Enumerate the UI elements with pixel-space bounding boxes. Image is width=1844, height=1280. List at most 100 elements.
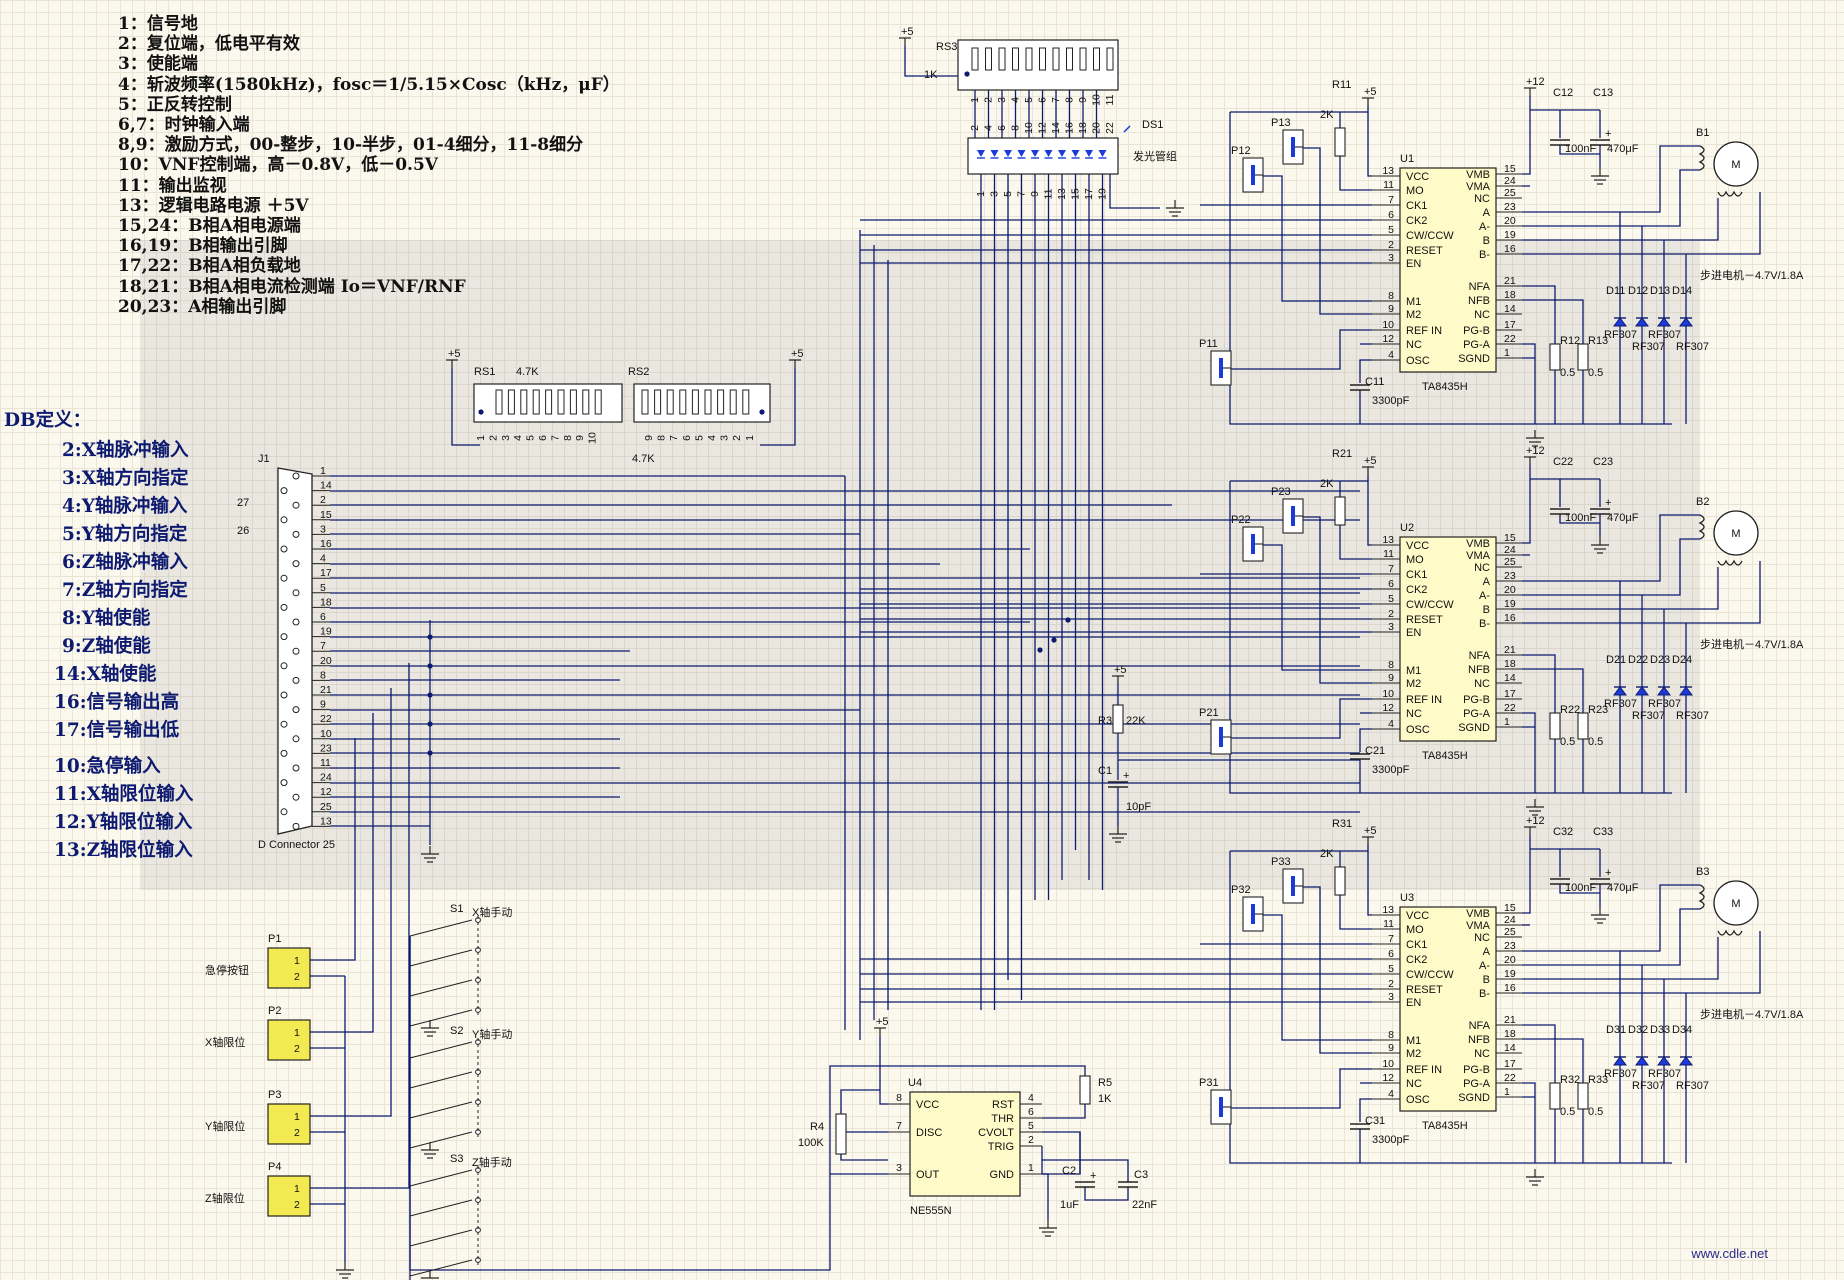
rs3-resistor: [1079, 47, 1087, 71]
pot-ref: P32: [1231, 884, 1251, 896]
diode-ref: D21: [1606, 654, 1626, 666]
chip-pin-name: VCC: [1406, 910, 1429, 922]
chip-pin-num: 15: [1504, 163, 1516, 175]
connector-pin-num: 7: [320, 640, 326, 652]
switch-lever-icon: [409, 1229, 473, 1247]
rs2-value: 4.7K: [632, 453, 655, 465]
chip-pin-num: 1: [1504, 1086, 1510, 1098]
diode-type: RF307: [1604, 1068, 1637, 1080]
wire: [1367, 112, 1372, 177]
chip-pin-name: VMA: [1466, 550, 1491, 562]
diode-type: RF307: [1604, 329, 1637, 341]
wire: [1522, 567, 1719, 610]
resistor: [1577, 712, 1589, 740]
rs3-pin: 5: [1023, 97, 1035, 103]
diode-ref: D24: [1672, 654, 1692, 666]
chip-pin-num: 22: [1504, 702, 1516, 714]
r-top-ref: R21: [1332, 448, 1352, 460]
ds1-pin: 1: [975, 191, 987, 197]
motor-ref: B3: [1696, 866, 1709, 878]
connector-pin-num: 8: [320, 669, 326, 681]
chip-pin-name: CK2: [1406, 954, 1427, 966]
connector-pin-num: 12: [320, 786, 332, 798]
connector-pin-icon: [280, 720, 288, 728]
wire: [409, 936, 831, 1271]
wire: [310, 713, 374, 1033]
rs3-pin: 4: [983, 125, 995, 131]
rs1-resistor: [495, 389, 503, 415]
switch-lever-icon: [409, 1041, 473, 1059]
connector-pin-icon: [292, 589, 300, 597]
wire: [1367, 851, 1372, 916]
wire: [1522, 1082, 1536, 1098]
chip-pin-num: 14: [1504, 303, 1516, 315]
chip-pin-name: NC: [1406, 708, 1422, 720]
rs3-pin: 1: [969, 97, 981, 103]
led-glow-icon: [1123, 125, 1131, 133]
sense-r-value: 0.5: [1560, 1106, 1575, 1118]
potentiometer-icon: [1291, 506, 1295, 526]
chip-pin-num: 14: [1504, 1042, 1516, 1054]
switch-lever-icon: [409, 949, 473, 967]
r-top-ref: R31: [1332, 818, 1352, 830]
resistor: [1549, 712, 1561, 740]
diode-icon: [1635, 1056, 1649, 1066]
chip-pin-num: 11: [1383, 179, 1394, 191]
chip-pin-name: VMB: [1466, 908, 1490, 920]
motor-coil-icon: [1698, 884, 1705, 910]
rs2-ref: RS2: [628, 366, 649, 378]
c-osc-value: 3300pF: [1372, 395, 1410, 407]
diode-type: RF307: [1676, 341, 1709, 353]
switch-ref: S2: [450, 1025, 463, 1037]
diode-ref: D23: [1650, 654, 1670, 666]
chip-pin-num: 1: [1504, 347, 1510, 359]
rs2-pin: 2: [731, 435, 743, 441]
db-item: 10:急停输入: [54, 756, 161, 777]
motor-letter: M: [1731, 159, 1740, 171]
led-icon: [1071, 150, 1080, 157]
chip-pin-num: 2: [1388, 608, 1394, 620]
rs1-resistor: [507, 389, 515, 415]
diode-ref: D11: [1606, 285, 1625, 297]
chip-pin-name: NC: [1474, 309, 1490, 321]
connector-pin-num: 16: [320, 538, 332, 550]
note-line: 17,22：B相A相负载地: [118, 256, 301, 277]
chip-pin-name: NC: [1406, 1078, 1422, 1090]
chip-pin-name: M2: [1406, 678, 1421, 690]
header-body: [267, 947, 311, 989]
r5-value: 1K: [1098, 1093, 1112, 1105]
connector-side-pin: 27: [237, 497, 249, 509]
switch-lever-icon: [409, 1199, 473, 1217]
motor-letter: M: [1731, 898, 1740, 910]
rs1-pin: 3: [500, 435, 512, 441]
diode-type: RF307: [1632, 1080, 1665, 1092]
chip-pin-name: B-: [1479, 249, 1490, 261]
chip-pin-num: 21: [1504, 275, 1516, 287]
rs3-pin: 6: [1037, 97, 1049, 103]
polarity-mark: +: [1123, 770, 1129, 782]
connector-pin-icon: [280, 779, 288, 787]
connector-pin-num: 19: [320, 626, 332, 638]
r-top-value: 2K: [1320, 848, 1334, 860]
junction-dot: [427, 663, 433, 669]
wire: [1522, 514, 1700, 582]
chip-pin-num: 14: [1504, 672, 1516, 684]
connector-pin-icon: [292, 676, 300, 684]
chip-pin-name: CK1: [1406, 939, 1427, 951]
chip-pin-name: M2: [1406, 309, 1421, 321]
chip-pin-num: 8: [896, 1092, 902, 1104]
r-top-ref: R11: [1332, 79, 1351, 91]
c3-ref: C3: [1134, 1169, 1148, 1181]
driver-chip-body: [1399, 536, 1497, 742]
chip-pin-num: 13: [1382, 904, 1394, 916]
chip-pin-name: TRIG: [988, 1141, 1014, 1153]
chip-pin-num: 19: [1504, 968, 1516, 980]
diode-type: RF307: [1632, 710, 1665, 722]
diode-ref: D31: [1606, 1024, 1626, 1036]
chip-pin-num: 9: [1388, 672, 1394, 684]
connector-pin-num: 1: [320, 465, 326, 477]
driver-ref: U1: [1400, 153, 1414, 165]
chip-pin-num: 7: [1388, 194, 1394, 206]
wire: [1084, 1187, 1129, 1201]
chip-pin-name: SGND: [1458, 1092, 1490, 1104]
